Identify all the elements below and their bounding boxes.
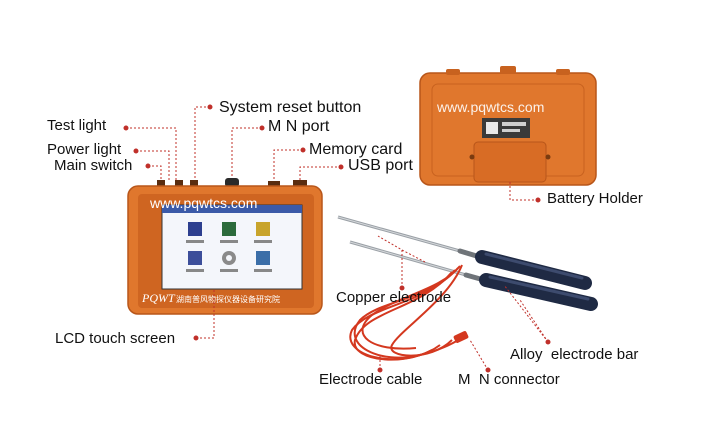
electrode-cable xyxy=(349,264,463,361)
screen-app-icon xyxy=(222,222,236,236)
label-lcd-touch-screen: LCD touch screen xyxy=(55,330,176,347)
probe-lower xyxy=(349,240,598,311)
label-mn-port: M N port xyxy=(268,118,330,135)
mn-connector-plug xyxy=(453,331,469,343)
label-usb-port: USB port xyxy=(348,157,413,174)
probe-upper xyxy=(337,215,592,290)
system-reset-knob xyxy=(225,178,239,187)
label-power-light: Power light xyxy=(47,141,122,158)
screen-app-icon xyxy=(256,222,270,236)
screen-icons xyxy=(186,222,272,272)
label-main-switch: Main switch xyxy=(54,157,133,174)
label-battery-holder: Battery Holder xyxy=(547,190,643,207)
brand-logo: PQWT xyxy=(141,291,176,305)
leader-lines xyxy=(123,104,551,373)
electrode-probes xyxy=(337,215,598,311)
watermark-back: www.pqwtcs.com xyxy=(436,99,544,115)
label-electrode-cable: Electrode cable xyxy=(319,371,423,388)
label-memory-card: Memory card xyxy=(309,141,403,158)
label-test-light: Test light xyxy=(47,117,107,134)
watermark-front: www.pqwtcs.com xyxy=(149,195,257,211)
screen-app-icon xyxy=(188,251,202,265)
battery-holder-compartment xyxy=(469,141,551,183)
label-alloy-electrode-bar: Alloy electrode bar xyxy=(510,346,639,363)
lcd-touch-screen xyxy=(161,204,303,290)
device-back-view: www.pqwtcs.com xyxy=(419,66,597,186)
device-front-view: www.pqwtcs.com PQWT 湖南普风物探仪器设备研究院 xyxy=(127,178,323,315)
label-copper-electrode: Copper electrode xyxy=(336,289,452,306)
brand-chinese-name: 湖南普风物探仪器设备研究院 xyxy=(176,294,280,304)
label-system-reset-button: System reset button xyxy=(219,99,362,116)
screen-app-icon xyxy=(256,251,270,265)
label-mn-connector: M N connector xyxy=(458,371,560,388)
screen-app-icon xyxy=(188,222,202,236)
